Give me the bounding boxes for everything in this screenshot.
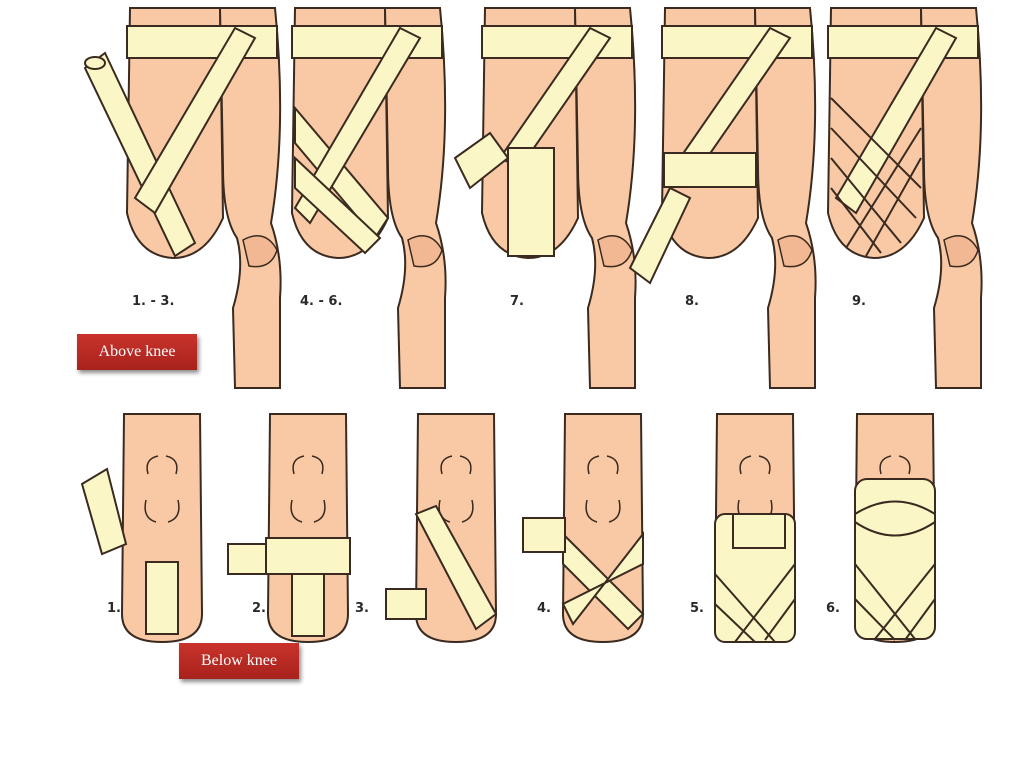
above-knee-step-label: 8. bbox=[685, 294, 699, 309]
below-knee-step-label: 3. bbox=[355, 601, 369, 616]
above-knee-step-1 bbox=[83, 7, 282, 389]
above-knee-step-3 bbox=[453, 7, 637, 389]
above-knee-step-label: 9. bbox=[852, 294, 866, 309]
below-knee-step-label: 4. bbox=[537, 601, 551, 616]
below-knee-step-2 bbox=[227, 413, 351, 643]
above-knee-step-4 bbox=[628, 7, 817, 389]
below-knee-step-label: 5. bbox=[690, 601, 704, 616]
above-knee-label: Above knee bbox=[77, 334, 197, 370]
above-knee-step-5 bbox=[827, 7, 983, 389]
below-knee-step-1 bbox=[80, 413, 203, 643]
below-knee-label: Below knee bbox=[179, 643, 299, 679]
below-knee-step-3 bbox=[385, 413, 498, 643]
below-knee-step-5 bbox=[714, 413, 796, 643]
below-knee-step-label: 2. bbox=[252, 601, 266, 616]
below-knee-step-label: 6. bbox=[826, 601, 840, 616]
below-knee-step-4 bbox=[522, 413, 645, 643]
above-knee-step-label: 1. - 3. bbox=[132, 294, 174, 309]
above-knee-step-2 bbox=[291, 7, 447, 389]
below-knee-step-6 bbox=[854, 413, 936, 643]
above-knee-step-label: 4. - 6. bbox=[300, 294, 342, 309]
above-knee-step-label: 7. bbox=[510, 294, 524, 309]
below-knee-step-label: 1. bbox=[107, 601, 121, 616]
